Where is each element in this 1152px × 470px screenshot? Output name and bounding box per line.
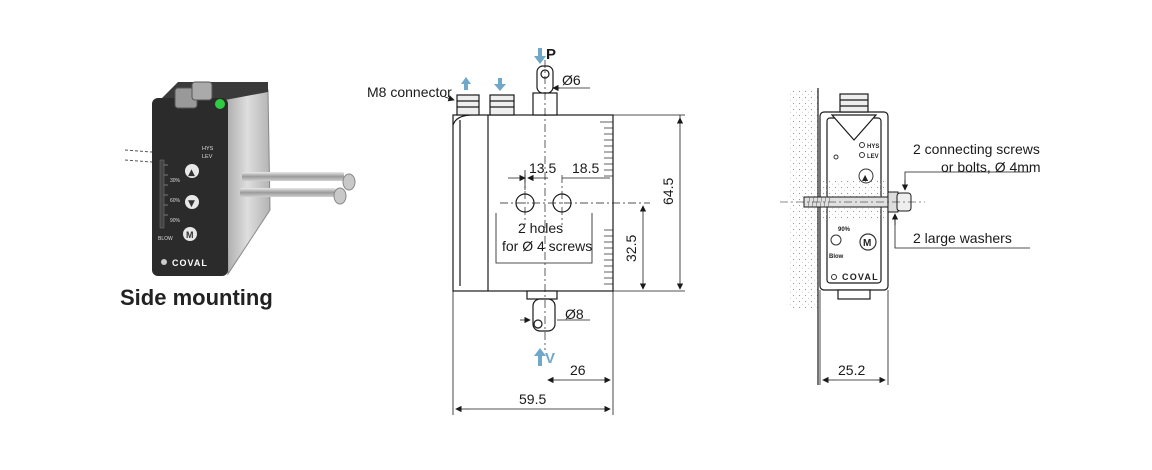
arrow-down-icon xyxy=(494,78,506,91)
product-lev-label: LEV xyxy=(202,154,213,160)
side-up-icon: ▲ xyxy=(862,173,869,182)
mounting-screws-illustration xyxy=(240,172,356,205)
product-up-button xyxy=(185,164,199,178)
product-mode-label: M xyxy=(186,230,194,240)
side-scale-label: 90% xyxy=(838,227,851,233)
product-illustration: HYS LEV 30% 60% 90% ▲ ▼ M BLOW COVAL xyxy=(124,81,356,276)
port-p-label: P xyxy=(546,46,557,63)
m8-connector-label: M8 connector xyxy=(367,84,452,100)
pressure-arrow-icon xyxy=(534,48,546,64)
port-v-label: V xyxy=(545,350,556,367)
dia-top-label: Ø6 xyxy=(562,72,581,88)
product-down-icon: ▼ xyxy=(188,199,195,209)
product-mode-button xyxy=(183,227,197,241)
width-total-label: 59.5 xyxy=(519,391,547,407)
product-scale-30: 30% xyxy=(170,178,181,184)
product-scale-60: 60% xyxy=(170,198,181,204)
side-view-drawing: HYS LEV ▲ 90% M Blow COVAL xyxy=(780,88,1030,385)
product-up-icon: ▲ xyxy=(188,168,195,178)
holes-note-line2: for Ø 4 screws xyxy=(502,238,593,254)
product-blow-label: BLOW xyxy=(158,236,173,242)
dia-bottom-label: Ø8 xyxy=(565,306,584,322)
product-connectors xyxy=(174,81,225,109)
height-holes-label: 32.5 xyxy=(623,234,639,262)
product-front-face xyxy=(152,98,228,276)
side-lev-label: LEV xyxy=(867,154,879,160)
side-mounting-caption: Side mounting xyxy=(120,285,273,310)
holes-note-line1: 2 holes xyxy=(518,220,564,236)
hole-spacing-left-label: 13.5 xyxy=(529,160,557,176)
side-brand-logo: COVAL xyxy=(842,272,879,282)
hole-spacing-right-label: 18.5 xyxy=(572,160,600,176)
side-blow-label: Blow xyxy=(829,254,844,260)
product-scale-90: 90% xyxy=(170,218,181,224)
product-hys-label: HYS xyxy=(202,146,214,152)
vacuum-arrow-icon xyxy=(534,348,546,366)
product-down-button xyxy=(185,195,199,209)
flow-arrows xyxy=(461,48,546,366)
side-width-label: 25.2 xyxy=(838,362,866,378)
screws-note-line2: or bolts, Ø 4mm xyxy=(941,159,1041,175)
side-hys-label: HYS xyxy=(867,144,879,150)
side-mode-label: M xyxy=(863,238,871,249)
screws-note-line1: 2 connecting screws xyxy=(913,141,1040,157)
washers-note: 2 large washers xyxy=(913,230,1012,246)
product-brand-logo: COVAL xyxy=(172,258,208,268)
status-led-icon xyxy=(215,99,225,109)
arrow-up-icon xyxy=(461,77,471,90)
height-total-label: 64.5 xyxy=(660,177,676,205)
front-view-drawing xyxy=(444,60,685,415)
width-port-label: 26 xyxy=(570,362,586,378)
